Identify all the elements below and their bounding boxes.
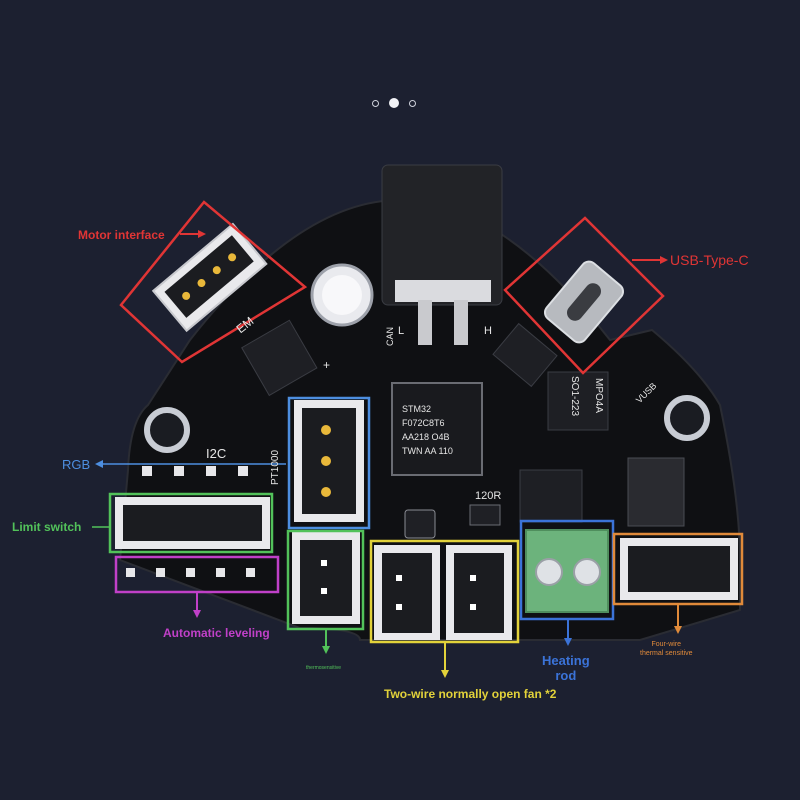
silk-i2c: I2C bbox=[206, 446, 227, 461]
crystal bbox=[404, 509, 436, 539]
carousel-dot-2-active[interactable] bbox=[389, 98, 399, 108]
motor-connector bbox=[151, 222, 268, 333]
can-connector-housing bbox=[381, 164, 503, 306]
label-heating-rod: Heating rod bbox=[542, 653, 590, 683]
four-pin-socket bbox=[627, 457, 685, 527]
regulator-text-1: SO1-223 bbox=[569, 376, 580, 417]
jumper-120r bbox=[469, 504, 501, 526]
chip-text-3: AA218 O4B bbox=[402, 432, 450, 442]
regulator-text-2: MPO4A bbox=[593, 378, 604, 414]
regulator bbox=[547, 371, 609, 431]
chip-text-2: F072C8T6 bbox=[402, 418, 445, 428]
label-limit-switch: Limit switch bbox=[12, 520, 82, 534]
label-thermosensitive: thermosensitive bbox=[306, 665, 342, 671]
carousel-dot-1[interactable] bbox=[372, 99, 379, 107]
label-heating-rod-line2: rod bbox=[555, 668, 577, 683]
rgb-header bbox=[142, 466, 248, 476]
mounting-hole-left bbox=[144, 407, 190, 453]
driver-ic bbox=[241, 319, 318, 397]
label-four-wire-line1: Four-wire bbox=[651, 641, 682, 648]
chip-text-1: STM32 bbox=[402, 404, 432, 414]
highlight-pt1000 bbox=[287, 396, 371, 530]
carousel-dot-3[interactable] bbox=[409, 99, 416, 107]
silk-can: CAN bbox=[385, 326, 395, 346]
carousel-dots bbox=[372, 98, 416, 108]
highlight-usb bbox=[503, 216, 665, 375]
label-two-wire-fan: Two-wire normally open fan *2 bbox=[384, 687, 557, 701]
label-four-wire-line2: thermal sensitive bbox=[640, 650, 693, 657]
highlight-limit-switch bbox=[108, 492, 274, 554]
label-heating-rod-line1: Heating bbox=[542, 653, 590, 668]
label-automatic-leveling: Automatic leveling bbox=[163, 626, 270, 640]
label-four-wire: Four-wire thermal sensitive bbox=[640, 640, 693, 658]
highlight-motor bbox=[119, 200, 308, 364]
label-motor-interface: Motor interface bbox=[78, 228, 165, 242]
chip-text-4: TWN AA 110 bbox=[402, 446, 453, 456]
label-rgb: RGB bbox=[62, 457, 91, 472]
mcu-chip bbox=[391, 382, 483, 476]
usb-c-port bbox=[543, 260, 625, 344]
ic-right bbox=[519, 469, 583, 523]
silk-l: L bbox=[398, 325, 405, 337]
silk-pt1000: PT1000 bbox=[270, 449, 281, 485]
auto-leveling-header bbox=[126, 568, 255, 577]
mosfet bbox=[492, 322, 558, 388]
silk-h: H bbox=[484, 325, 492, 337]
mounting-hole-right bbox=[664, 395, 710, 441]
silk-plus: + bbox=[323, 358, 331, 372]
label-usb-type-c: USB-Type-C bbox=[670, 252, 749, 268]
silk-120r: 120R bbox=[475, 490, 502, 502]
